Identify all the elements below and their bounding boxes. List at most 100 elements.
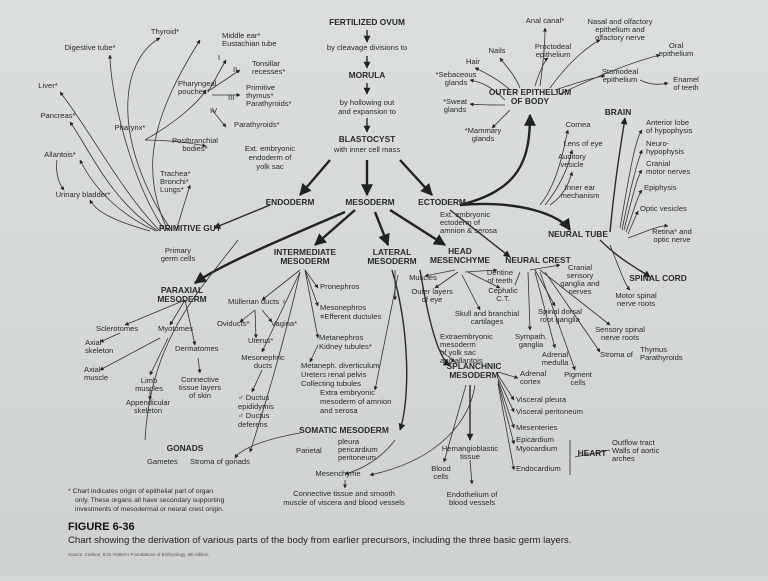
connector [211, 109, 227, 128]
connector [544, 149, 574, 206]
figure-caption: Chart showing the derivation of various … [68, 535, 571, 546]
connector-lines [56, 27, 669, 489]
label-mesenchyme: Mesenchyme [315, 469, 360, 478]
connector [209, 69, 241, 91]
connector [539, 129, 569, 206]
connector [499, 57, 521, 89]
label-ectoderm: ECTODERM [418, 197, 466, 207]
connector [627, 210, 639, 235]
connector [443, 384, 467, 463]
label-gametes: Gametes [147, 457, 178, 466]
connector [184, 299, 197, 346]
connector [623, 169, 643, 231]
connector [127, 37, 173, 232]
connector [144, 139, 207, 148]
label-lens: Lens of eye [563, 139, 602, 148]
connector [539, 269, 611, 326]
label-epiphysis: Epiphysis [644, 183, 677, 192]
footnote: investments of mesodermal or neural cres… [75, 506, 224, 513]
connector [207, 59, 227, 93]
connector [424, 269, 456, 278]
source-credit: Source: Carlson, B.M. Patten's Foundatio… [68, 552, 210, 557]
label-brain: BRAIN [605, 107, 632, 117]
connector [309, 344, 319, 363]
connector [459, 113, 536, 207]
connector [554, 74, 606, 91]
label-sympath: Sympath.ganglia [515, 332, 547, 349]
connector [625, 189, 643, 233]
pouch-numeral: III [228, 93, 234, 102]
connector [144, 89, 207, 141]
connector [544, 271, 601, 353]
connector [459, 202, 571, 231]
label-nails: Nails [489, 46, 506, 55]
connector [391, 269, 408, 431]
connector [261, 309, 273, 323]
connector [56, 159, 65, 191]
label-parathyroids: Parathyroids* [234, 120, 280, 129]
connector [79, 159, 157, 232]
connector [549, 171, 574, 206]
figure-number: FIGURE 6-36 [68, 521, 135, 533]
connector [461, 274, 481, 311]
label-spinal-cord: SPINAL CORD [629, 273, 687, 283]
connector [299, 159, 331, 196]
label-anal-canal: Anal canal* [526, 16, 564, 25]
connector [314, 209, 356, 246]
connector [514, 271, 521, 286]
pouch-numeral: IV [210, 106, 218, 115]
connector [389, 208, 447, 247]
connector [152, 39, 201, 232]
pouch-numeral: II [233, 65, 237, 74]
pouch-numeral: I [218, 53, 220, 62]
label-mesenteries: Mesenteries [516, 423, 558, 432]
label-gonads: GONADS [167, 443, 204, 453]
connector [99, 337, 161, 371]
label-sclerotomes: Sclerotomes [96, 324, 138, 333]
connector [469, 459, 474, 485]
connector [534, 269, 556, 307]
connector [621, 149, 643, 231]
connector [124, 299, 186, 326]
label-neural-tube: NEURAL TUBE [548, 229, 608, 239]
label-muscles: Muscles [409, 273, 437, 282]
connector [304, 269, 319, 307]
label-pharynx: Pharynx* [115, 123, 146, 132]
label-morula: MORULA [349, 70, 386, 80]
label-thyroid: Thyroid* [151, 27, 179, 36]
label-trachea: Trachea*Bronchi*Lungs* [160, 169, 191, 194]
label-mesoderm: MESODERM [345, 197, 394, 207]
connector [419, 269, 451, 366]
label-uterus: Uterus* [248, 336, 273, 345]
label-hair: Hair [466, 57, 480, 66]
connector [559, 53, 661, 95]
label-dermatomes: Dermatomes [175, 344, 219, 353]
